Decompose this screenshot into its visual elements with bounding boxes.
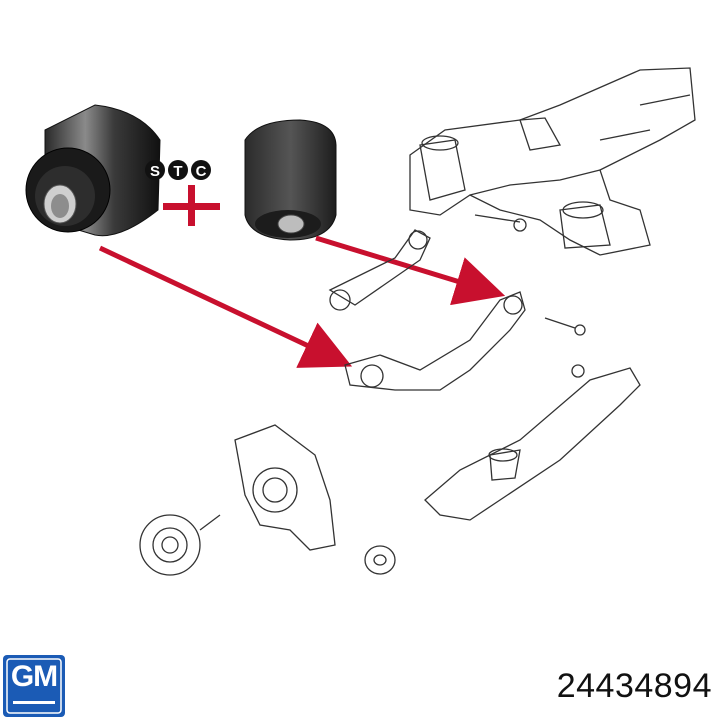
bushing-with-sleeve — [25, 104, 161, 237]
arrow-icon — [315, 235, 506, 306]
arrow-icon — [98, 245, 353, 368]
rubber-bushing — [244, 119, 337, 241]
svg-text:T: T — [173, 163, 182, 180]
lateral-arm-drawing — [344, 291, 586, 391]
lower-control-arm-drawing — [424, 367, 641, 521]
part-number: 24434894 — [556, 667, 712, 705]
upper-control-arm-drawing — [328, 229, 431, 311]
svg-text:S: S — [150, 163, 160, 180]
gm-logo — [3, 655, 65, 717]
subframe-drawing — [409, 67, 696, 256]
stc-logo: S T C — [145, 160, 211, 180]
svg-text:C: C — [196, 163, 207, 180]
knuckle-hub-drawing — [139, 424, 396, 576]
plus-icon — [163, 185, 220, 226]
gm-logo-text: GM — [10, 660, 58, 693]
